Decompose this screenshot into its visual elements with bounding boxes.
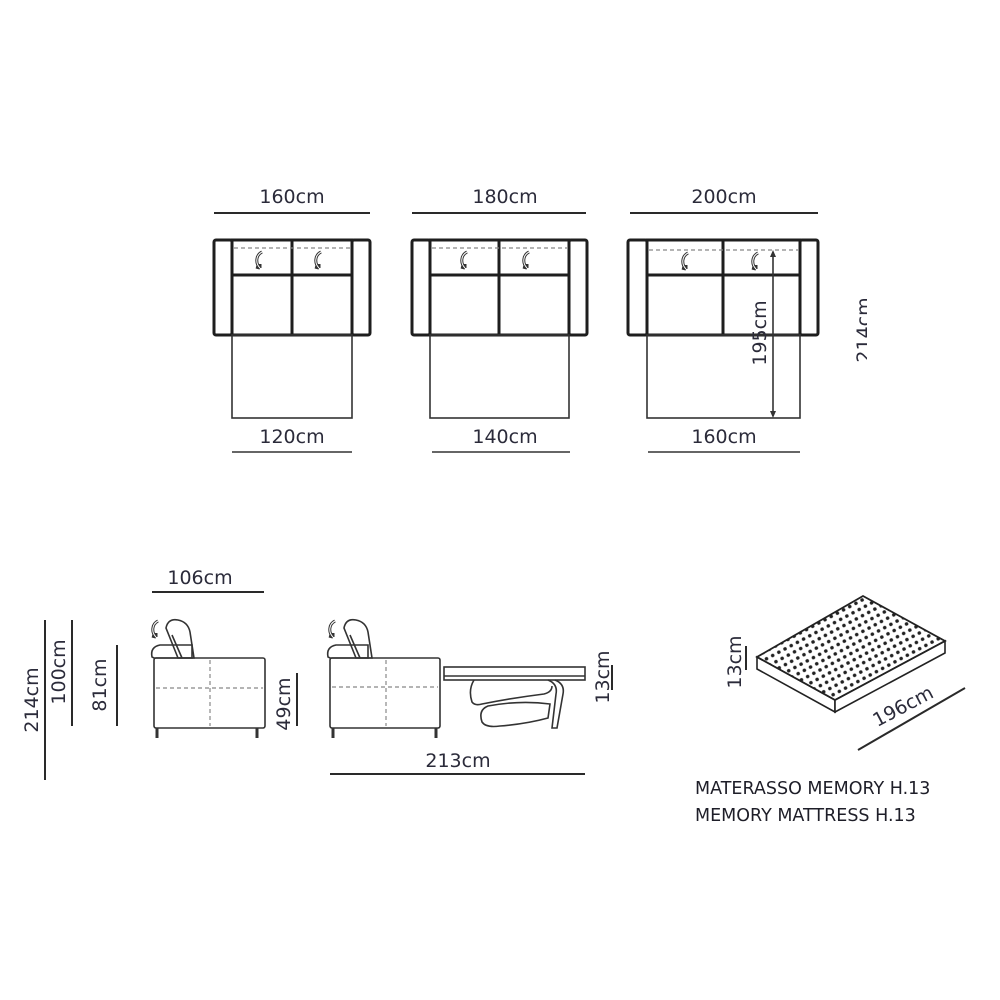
- side-view-closed: 106cm 214cm 100cm 81cm 49cm: [21, 567, 298, 780]
- top-view-160: 160cm 120cm: [212, 186, 372, 453]
- mattress-illustration: 13cm 196cm MATERASSO MEMORY H.13 MEMORY …: [695, 594, 966, 826]
- right-arm: [567, 238, 589, 337]
- total-length-label: 214cm: [853, 297, 875, 362]
- recline-arrow-icon: [521, 250, 531, 270]
- mattress-height-label: 13cm: [724, 635, 746, 688]
- bed-mechanism: [469, 679, 565, 729]
- mattress-caption-it: MATERASSO MEMORY H.13: [695, 779, 930, 799]
- right-arm: [798, 238, 820, 337]
- mattress-height-label: 13cm: [592, 650, 614, 703]
- depth-label: 106cm: [167, 567, 232, 589]
- headrest: [343, 618, 373, 659]
- sofa-body: [329, 657, 441, 729]
- top-view-200: 200cm 195cm 214cm 160cm: [626, 186, 875, 453]
- recline-arrow-icon: [150, 619, 160, 639]
- recline-arrow-icon: [750, 251, 760, 271]
- length-label: 195cm: [749, 300, 771, 365]
- right-arm: [350, 238, 372, 337]
- width-label: 160cm: [259, 186, 324, 208]
- recline-arrow-icon: [313, 250, 323, 270]
- left-arm: [212, 238, 234, 337]
- bed-width-label: 140cm: [472, 426, 537, 448]
- bed-width-label: 160cm: [691, 426, 756, 448]
- recline-arrow-icon: [680, 251, 690, 271]
- side-view-open: 13cm 213cm: [326, 618, 614, 775]
- mattress-caption-en: MEMORY MATTRESS H.13: [695, 806, 916, 826]
- bed-extension: [231, 334, 353, 419]
- width-label: 180cm: [472, 186, 537, 208]
- recline-arrow-icon: [327, 619, 337, 639]
- top-view-180: 180cm 140cm: [410, 186, 589, 453]
- seat-height-label: 49cm: [273, 677, 295, 730]
- open-length-label: 213cm: [425, 750, 490, 772]
- bed-extension: [646, 334, 801, 419]
- seat-cushion: [326, 644, 369, 659]
- seat-cushion: [150, 644, 193, 659]
- mattress-top: [755, 594, 947, 702]
- bed-extension: [429, 334, 570, 419]
- height-label: 100cm: [48, 639, 70, 704]
- back-height-label: 81cm: [89, 658, 111, 711]
- bed-width-label: 120cm: [259, 426, 324, 448]
- recline-arrow-icon: [459, 250, 469, 270]
- width-label: 200cm: [691, 186, 756, 208]
- left-arm: [410, 238, 432, 337]
- headrest: [165, 618, 195, 659]
- recline-arrow-icon: [254, 250, 264, 270]
- sofa-body: [153, 657, 266, 729]
- left-arm: [626, 238, 649, 337]
- bed-platform: [443, 666, 586, 681]
- open-length-label: 214cm: [21, 667, 43, 732]
